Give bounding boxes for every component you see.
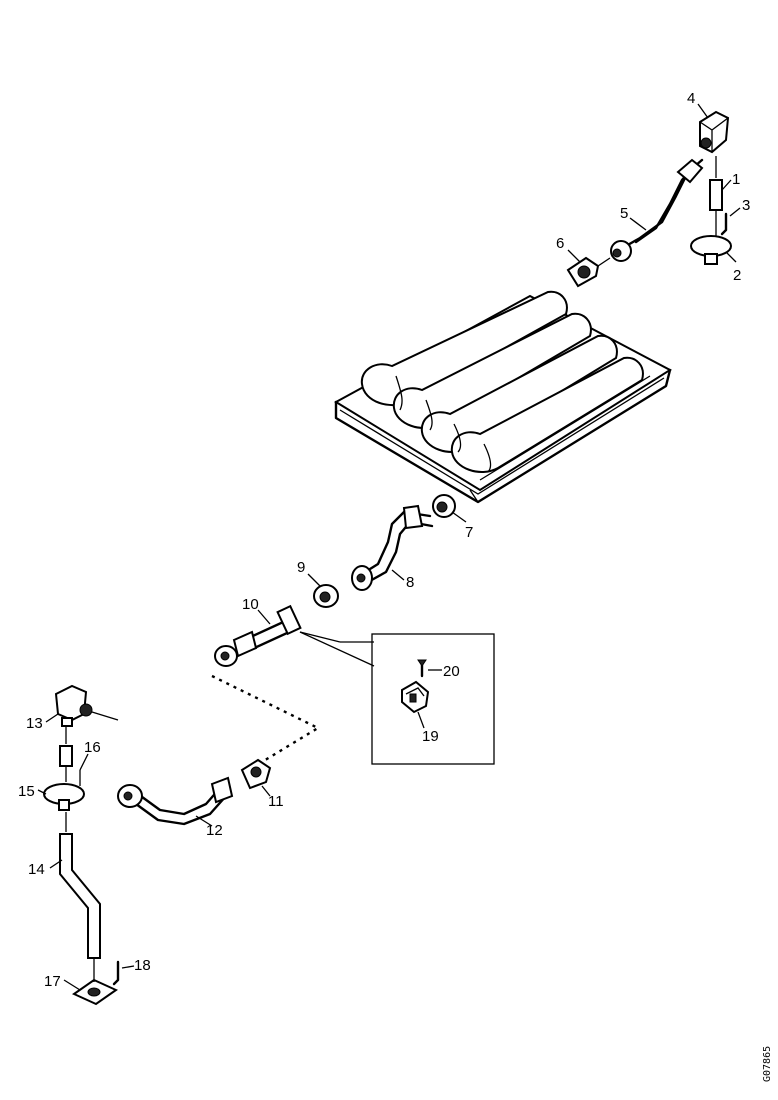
label-9: 9 [297, 559, 305, 576]
label-5: 5 [620, 205, 628, 222]
left-assembly [43, 684, 120, 1006]
part-2-plate[interactable] [690, 235, 732, 265]
label-11: 11 [268, 793, 284, 810]
label-19: 19 [422, 728, 439, 745]
part-11-fitting[interactable] [240, 758, 272, 790]
part-8-tube[interactable] [351, 504, 434, 591]
label-4: 4 [687, 90, 695, 107]
part-14-tube[interactable] [59, 812, 101, 959]
part-4-elbow[interactable] [699, 110, 730, 154]
label-16: 16 [84, 739, 101, 756]
label-2: 2 [733, 267, 741, 284]
label-8: 8 [406, 574, 414, 591]
part-6-fitting[interactable] [566, 256, 611, 288]
label-7: 7 [465, 524, 473, 541]
lower-assembly [117, 758, 272, 826]
part-20-screw[interactable] [417, 659, 427, 678]
part-5-tube[interactable] [610, 158, 704, 262]
label-17: 17 [44, 973, 61, 990]
part-15-plate[interactable] [43, 770, 85, 811]
part-16-injector[interactable] [59, 726, 73, 782]
label-3: 3 [742, 197, 750, 214]
upper-assembly [566, 110, 732, 288]
label-14: 14 [28, 861, 45, 878]
part-3-screw[interactable] [720, 212, 728, 236]
label-13: 13 [26, 715, 43, 732]
part-1-injector[interactable] [709, 156, 723, 236]
label-1: 1 [732, 171, 740, 188]
middle-assembly [214, 494, 456, 667]
part-10-valve[interactable] [214, 604, 302, 667]
part-labels: 1 2 3 4 5 6 7 8 9 10 11 12 13 14 15 16 1… [18, 90, 750, 990]
connection-path [211, 674, 321, 770]
label-18: 18 [134, 957, 151, 974]
part-7-fitting[interactable] [432, 494, 456, 518]
part-18-screw[interactable] [112, 960, 120, 986]
label-15: 15 [18, 783, 35, 800]
leader-lines [37, 103, 741, 991]
burner-tray [334, 290, 672, 504]
label-12: 12 [206, 822, 223, 839]
drawing-code: G07865 [762, 1046, 773, 1082]
label-20: 20 [443, 663, 460, 680]
part-12-tube[interactable] [117, 776, 234, 826]
detail-inset [299, 631, 495, 765]
part-17-plate[interactable] [71, 958, 119, 1006]
part-9-fitting[interactable] [313, 584, 339, 608]
label-6: 6 [556, 235, 564, 252]
part-13-elbow[interactable] [54, 684, 119, 727]
part-19-clip[interactable] [401, 680, 430, 714]
label-10: 10 [242, 596, 259, 613]
